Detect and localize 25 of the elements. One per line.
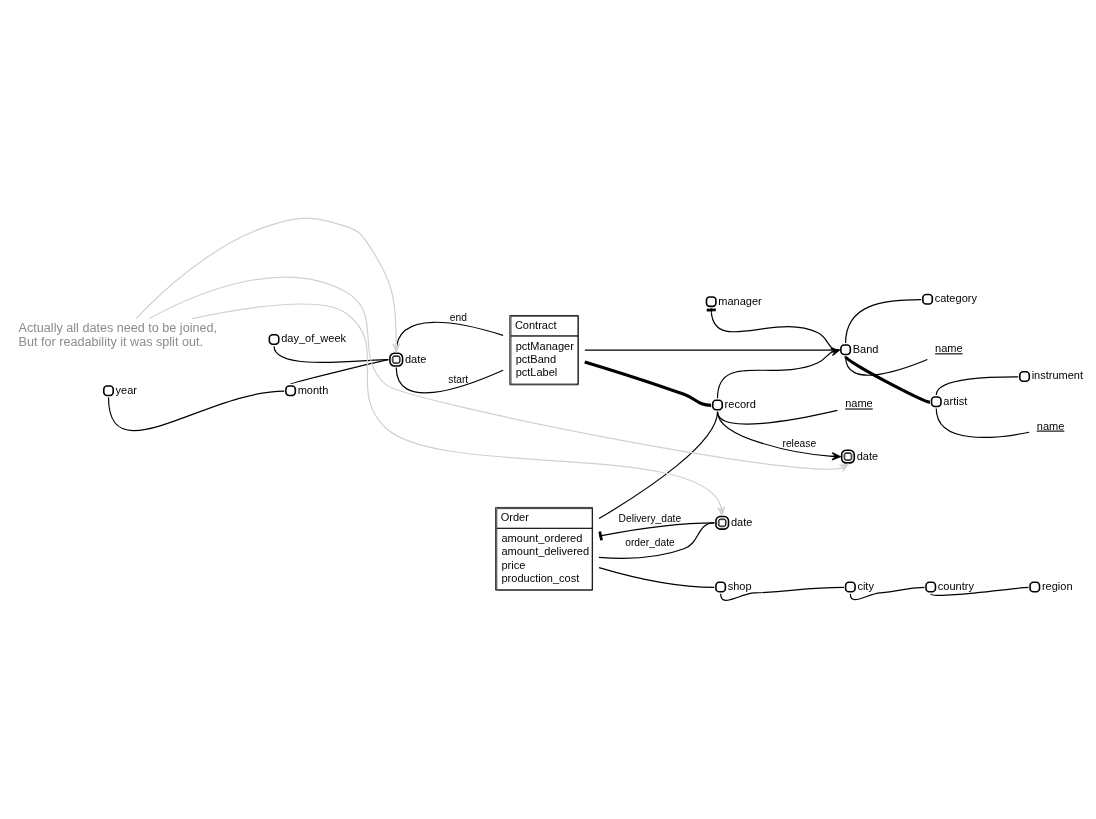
node-label: date [856, 449, 879, 462]
node-label: Band [852, 342, 879, 355]
node-label: day_of_week [281, 332, 347, 345]
node-text: name [935, 342, 963, 355]
node-label: shop [727, 579, 752, 592]
node-label: date [404, 352, 427, 365]
node-label: month [297, 383, 329, 396]
node-label: category [934, 292, 977, 305]
node-text: name [1036, 419, 1065, 432]
node-label: country [937, 579, 974, 592]
node-text: name [845, 397, 873, 410]
edge-label: end [449, 312, 467, 324]
node-label: date [730, 515, 753, 528]
edge-label: Delivery_date [618, 512, 682, 524]
node-label: manager [718, 294, 762, 307]
node-label: region [1041, 579, 1073, 592]
node-label: city [857, 579, 874, 592]
node-label: artist [943, 394, 968, 407]
node-label: instrument [1031, 369, 1084, 382]
node-label: record [724, 397, 756, 410]
edge-label: release [782, 437, 817, 449]
edge-label: order_date [625, 536, 675, 548]
node-label: year [115, 383, 138, 396]
edge-label: start [448, 373, 469, 385]
node-text: Actually all dates need to be joined, But for readability it was split out. [18, 320, 218, 350]
